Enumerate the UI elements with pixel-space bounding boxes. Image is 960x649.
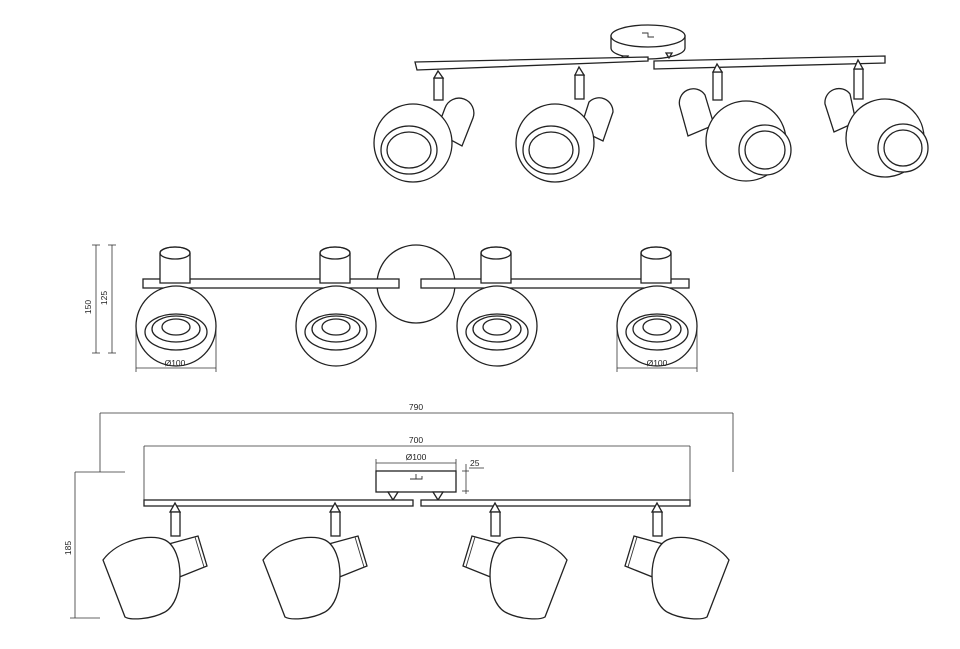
side-spot-3 <box>462 501 568 620</box>
front-spot-3 <box>456 246 538 367</box>
perspective-view <box>373 24 929 183</box>
dim-height-body: 125 <box>99 244 116 354</box>
dim-overall-length-label: 790 <box>409 402 423 412</box>
side-spot-1 <box>102 501 208 620</box>
dim-shade-left-label: Ø100 <box>165 358 186 368</box>
dim-side-height-label: 185 <box>63 541 73 555</box>
perspective-spot-2 <box>515 65 614 183</box>
dim-shade-left: Ø100 <box>135 330 217 372</box>
front-spot-1 <box>135 246 217 367</box>
front-spot-2 <box>295 246 377 367</box>
front-spot-4 <box>616 246 698 367</box>
dim-shade-right: Ø100 <box>616 330 698 372</box>
perspective-spot-3 <box>678 62 792 182</box>
side-spot-2 <box>262 501 368 620</box>
side-bar-left <box>143 499 414 507</box>
dim-side-height: 185 <box>63 471 125 619</box>
perspective-bars <box>414 55 886 71</box>
perspective-spot-4 <box>824 58 929 178</box>
dim-overall-length: 790 <box>99 402 734 472</box>
front-bar-right <box>420 278 690 289</box>
front-bar-left <box>142 278 400 289</box>
side-view: 790 700 Ø100 25 185 <box>63 402 734 620</box>
dim-canopy-height: 25 <box>462 458 484 494</box>
dim-canopy-height-label: 25 <box>470 458 480 468</box>
side-canopy <box>375 470 457 502</box>
dim-bar-length: 700 <box>143 435 691 500</box>
side-spot-4 <box>624 501 730 620</box>
dim-bar-length-label: 700 <box>409 435 423 445</box>
perspective-canopy <box>610 24 686 63</box>
dim-canopy-diameter-label: Ø100 <box>406 452 427 462</box>
dim-height-total: 150 <box>83 244 100 354</box>
perspective-spot-1 <box>373 69 475 183</box>
dim-shade-right-label: Ø100 <box>647 358 668 368</box>
dim-height-body-label: 125 <box>99 291 109 305</box>
side-bar-right <box>420 499 691 507</box>
front-view: 150 125 Ø100 Ø100 <box>83 244 698 372</box>
dim-height-total-label: 150 <box>83 300 93 314</box>
